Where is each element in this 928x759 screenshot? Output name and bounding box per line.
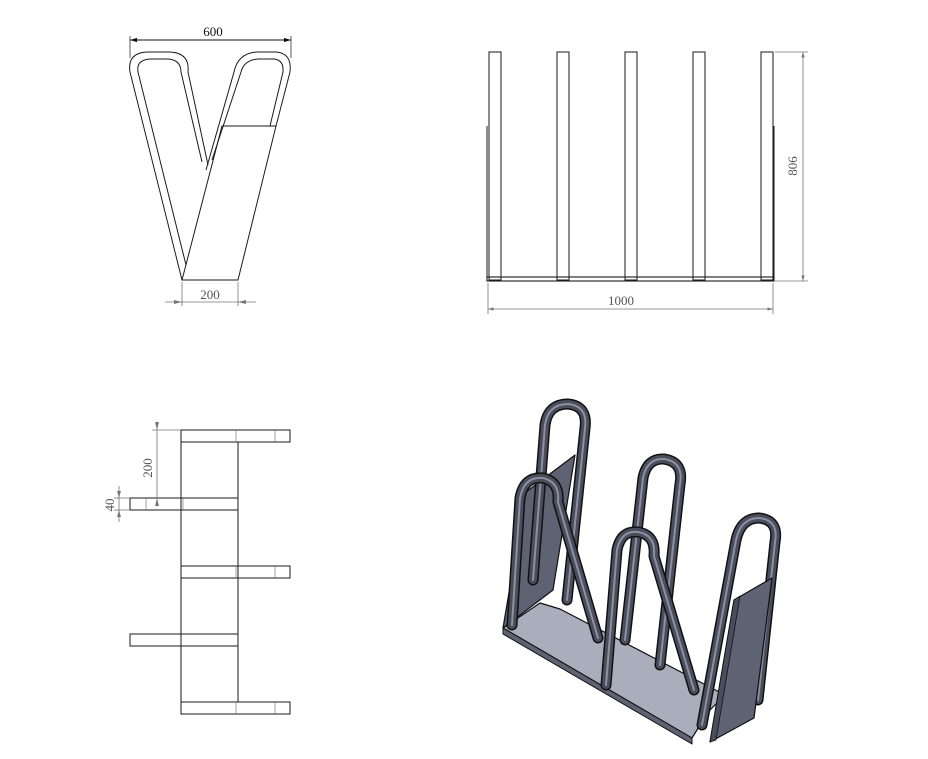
top-dim-40-arrow-bottom — [117, 510, 121, 517]
front-dim-200-arrow-left — [174, 300, 182, 304]
iso-front-left-tube-highlight — [511, 476, 599, 639]
side-dim-1000-label: 1000 — [608, 293, 634, 308]
iso-view — [502, 398, 782, 745]
top-dim-40-arrow-top — [117, 491, 121, 498]
front-right-tube-outer — [205, 51, 291, 171]
top-bar-1 — [180, 429, 291, 443]
front-dim-200-arrow-right — [238, 300, 246, 304]
side-view — [486, 51, 808, 314]
front-dim-600-label: 600 — [203, 24, 223, 39]
front-view — [129, 36, 292, 306]
side-post-1 — [488, 51, 502, 281]
side-base — [486, 276, 775, 282]
front-panel — [181, 125, 277, 281]
iso-front-center-tube-highlight — [605, 530, 695, 691]
top-dim-40-label: 40 — [102, 499, 117, 512]
top-dim-200-arrow-top — [155, 422, 159, 430]
front-left-tube-inner — [137, 58, 203, 266]
side-post-2 — [556, 51, 570, 281]
iso-back-right-tube-highlight — [624, 457, 682, 666]
side-post-3 — [624, 51, 638, 281]
top-view — [114, 422, 291, 715]
iso-floor-front-edge — [502, 627, 693, 745]
top-bar-3 — [180, 565, 291, 579]
front-left-tube-outer — [129, 51, 209, 281]
side-post-5 — [760, 51, 774, 281]
side-dim-806-label: 806 — [785, 156, 800, 176]
top-bar-4 — [129, 633, 239, 647]
front-right-tube-inner — [211, 58, 284, 161]
iso-right-panel-face — [709, 595, 741, 743]
side-post-4 — [692, 51, 706, 281]
iso-back-left-tube-highlight — [532, 403, 587, 601]
top-bar-2 — [129, 497, 239, 511]
top-dim-200-arrow-bottom — [155, 498, 159, 506]
top-bar-5 — [180, 701, 291, 715]
front-dim-200-label: 200 — [200, 287, 220, 302]
top-dim-200-label: 200 — [140, 458, 155, 478]
iso-right-tube-highlight — [701, 517, 777, 726]
